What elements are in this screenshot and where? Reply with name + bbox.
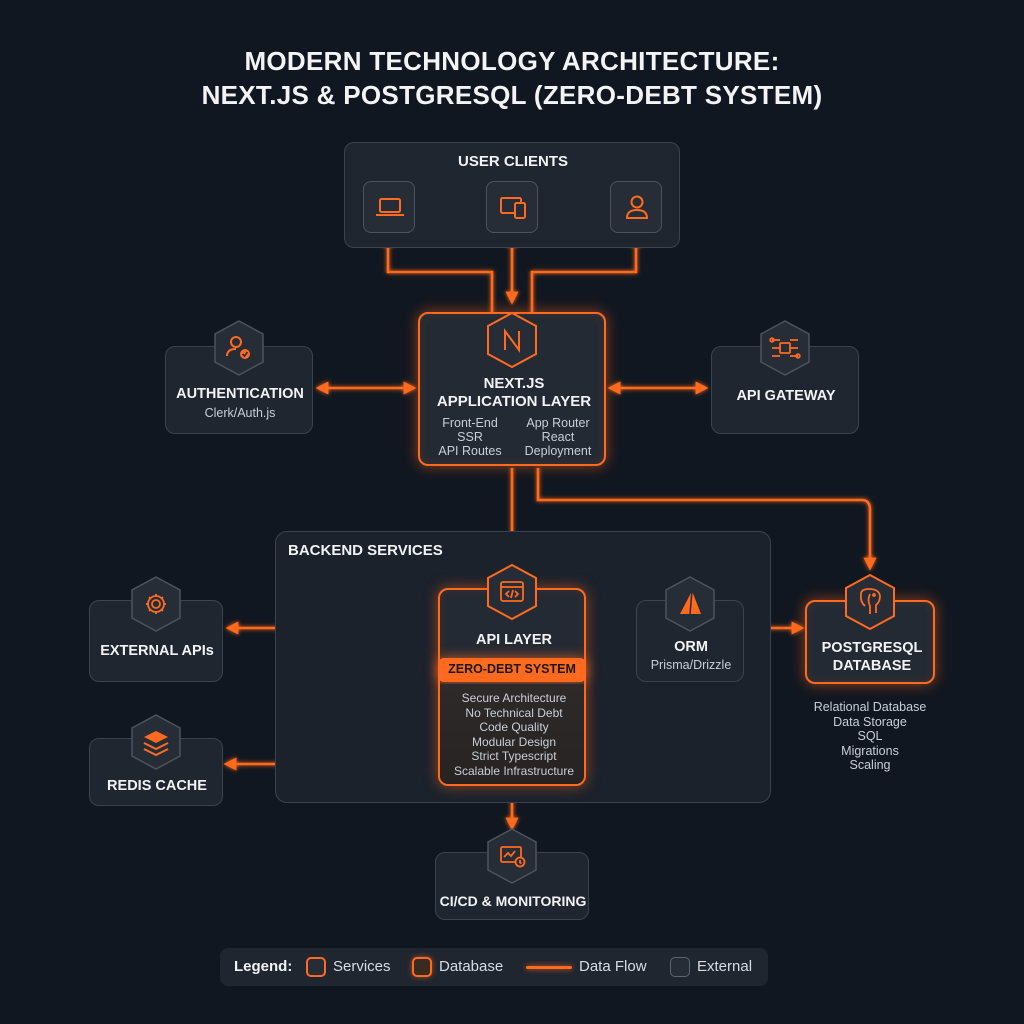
gear-icon (129, 574, 183, 634)
api-layer-box: API LAYER ZERO-DEBT SYSTEM Secure Archit… (438, 588, 586, 786)
postgres-feature-3: SQL (857, 729, 883, 743)
code-window-icon (485, 562, 539, 622)
user-icon (610, 181, 662, 233)
external-apis-box: EXTERNAL APIs (89, 600, 223, 682)
nextjs-feature-2: App Router (526, 416, 590, 430)
api-layer-features-area (440, 684, 584, 784)
user-clients-panel: USER CLIENTS (344, 142, 680, 248)
diagram-title: MODERN TECHNOLOGY ARCHITECTURE: NEXT.JS … (0, 44, 1024, 112)
laptop-icon (363, 181, 415, 233)
zero-debt-badge-text: ZERO-DEBT SYSTEM (448, 662, 576, 676)
legend-database-swatch (412, 957, 432, 977)
legend-data-flow-line (526, 966, 572, 969)
postgres-feature-5: Scaling (849, 758, 891, 772)
external-apis-label: EXTERNAL APIs (100, 643, 214, 659)
authentication-sub: Clerk/Auth.js (204, 406, 276, 420)
nextjs-title: NEXT.JS (483, 375, 545, 392)
arrow-next-to-laptop (381, 233, 494, 312)
legend-external-swatch (670, 957, 690, 977)
legend-services-swatch (306, 957, 326, 977)
legend-title: Legend: (234, 958, 293, 975)
elephant-icon (843, 572, 897, 632)
legend-data-flow-label: Data Flow (579, 958, 647, 975)
prism-icon (663, 574, 717, 634)
title-line-2: NEXT.JS & POSTGRESQL (ZERO-DEBT SYSTEM) (201, 80, 823, 110)
postgres-subtitle: DATABASE (832, 658, 912, 674)
authentication-label: AUTHENTICATION (176, 386, 304, 402)
postgres-database-box: POSTGRESQL DATABASE (805, 600, 935, 684)
api-feature-4: Modular Design (471, 735, 557, 749)
nextjs-feature-6: Deployment (524, 444, 592, 458)
cicd-label: CI/CD & MONITORING (439, 893, 587, 909)
api-feature-5: Strict Typescript (471, 749, 557, 763)
nextjs-feature-3: SSR (457, 430, 483, 444)
api-feature-6: Scalable Infrastructure (453, 764, 575, 778)
orm-sub: Prisma/Drizzle (650, 658, 732, 672)
postgres-feature-2: Data Storage (833, 715, 907, 729)
nextjs-logo-icon (485, 310, 539, 370)
devices-icon (486, 181, 538, 233)
legend-services-label: Services (333, 958, 391, 975)
api-feature-1: Secure Architecture (461, 691, 567, 705)
legend: Legend: Services Database Data Flow Exte… (220, 948, 768, 986)
title-line-1: MODERN TECHNOLOGY ARCHITECTURE: (244, 46, 780, 76)
legend-database-label: Database (439, 958, 504, 975)
postgres-feature-4: Migrations (841, 744, 899, 758)
api-feature-2: No Technical Debt (465, 706, 563, 720)
zero-debt-badge: ZERO-DEBT SYSTEM (438, 658, 586, 682)
legend-external-label: External (697, 958, 753, 975)
redis-cache-label: REDIS CACHE (107, 778, 207, 794)
postgres-feature-1: Relational Database (813, 700, 927, 714)
layers-icon (129, 712, 183, 772)
backend-services-label: BACKEND SERVICES (288, 542, 443, 559)
user-check-icon (212, 318, 266, 378)
nextjs-feature-4: React (541, 430, 575, 444)
nextjs-subtitle: APPLICATION LAYER (436, 393, 592, 410)
arrow-next-postgres (536, 468, 877, 571)
api-feature-3: Code Quality (479, 720, 549, 734)
user-clients-label: USER CLIENTS (457, 153, 568, 170)
api-gateway-label: API GATEWAY (736, 388, 836, 404)
monitor-icon (485, 826, 539, 886)
arrow-next-to-user (530, 233, 643, 312)
postgres-title: POSTGRESQL (821, 640, 923, 656)
nextjs-feature-5: API Routes (438, 444, 502, 458)
orm-label: ORM (674, 639, 708, 655)
network-chip-icon (758, 318, 812, 378)
api-layer-label: API LAYER (475, 632, 552, 648)
nextjs-feature-1: Front-End (442, 416, 498, 430)
cicd-monitoring-box: CI/CD & MONITORING (435, 852, 589, 920)
